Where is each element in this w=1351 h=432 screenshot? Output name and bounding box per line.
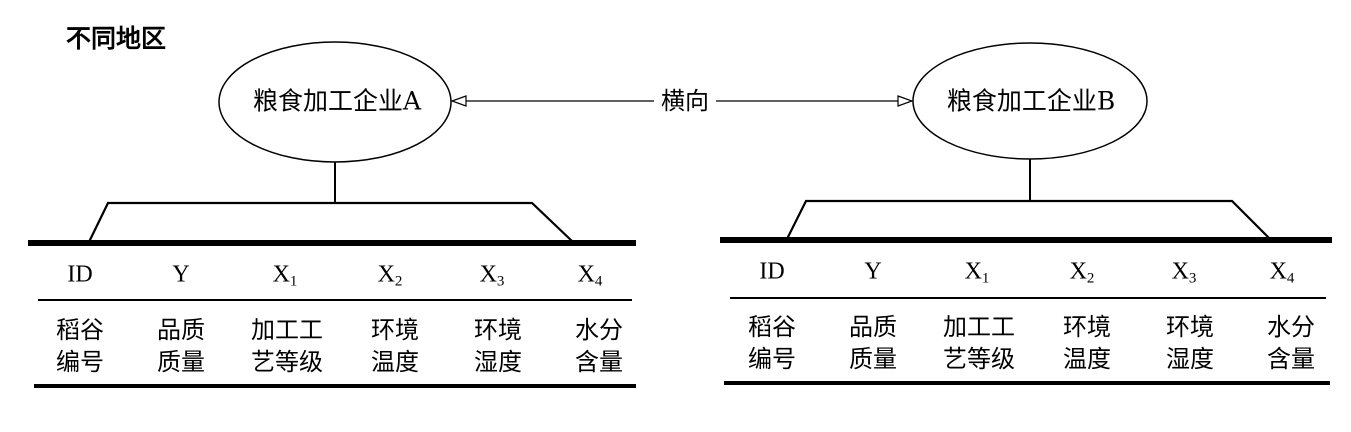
col-b-x1-desc: 加工工艺等级	[943, 313, 1015, 373]
col-b-x3-desc: 环境湿度	[1166, 313, 1214, 373]
col-b-id-header: ID	[759, 258, 785, 285]
col-b-id-desc: 稻谷编号	[748, 313, 796, 373]
col-b-x1-header: X1	[964, 258, 990, 287]
col-a-x4-header: X4	[577, 261, 603, 290]
entity-a-trapezoid	[88, 201, 574, 243]
col-b-x2-desc: 环境温度	[1063, 313, 1111, 373]
col-b-y-header: Y	[864, 258, 882, 285]
col-a-x2-desc: 环境温度	[371, 316, 419, 376]
col-a-x2-header: X2	[377, 261, 403, 290]
col-a-x4-desc: 水分含量	[575, 316, 623, 376]
col-a-y-desc: 品质质量	[157, 316, 205, 376]
col-b-x4-header: X4	[1269, 258, 1295, 287]
col-a-x1-desc: 加工工艺等级	[251, 316, 323, 376]
entity-b-label: 粮食加工企业B	[946, 86, 1116, 116]
entity-b-trapezoid	[786, 199, 1271, 240]
col-a-x1-header: X1	[272, 261, 298, 290]
relation-label: 横向	[659, 87, 711, 115]
col-a-x3-header: X3	[479, 261, 505, 290]
col-b-x2-header: X2	[1069, 258, 1095, 287]
col-b-x3-header: X3	[1171, 258, 1197, 287]
page-title: 不同地区	[66, 24, 167, 53]
col-a-id-header: ID	[67, 261, 93, 288]
col-b-y-desc: 品质质量	[849, 313, 897, 373]
col-a-x3-desc: 环境湿度	[474, 316, 522, 376]
col-a-id-desc: 稻谷编号	[56, 316, 104, 376]
col-a-y-header: Y	[172, 261, 190, 288]
entity-a-label: 粮食加工企业A	[252, 86, 422, 116]
col-b-x4-desc: 水分含量	[1267, 313, 1315, 373]
